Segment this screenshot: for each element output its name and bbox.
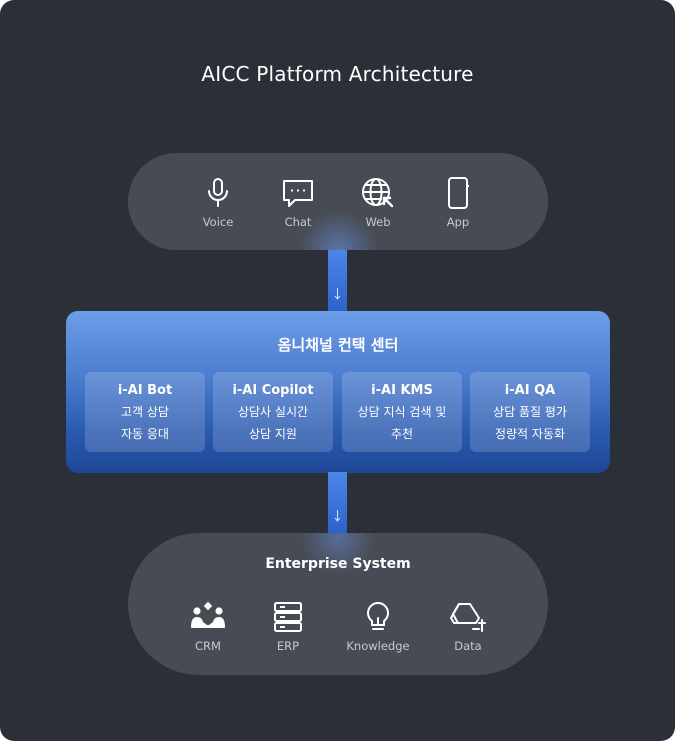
module-desc-line1: 상담사 실시간 — [237, 405, 309, 419]
module-desc-line1: 고객 상담 — [121, 405, 169, 419]
enterprise-panel: Enterprise System CRM ERP — [128, 533, 548, 675]
module-ikms: i-AI KMS 상담 지식 검색 및 추천 — [342, 372, 462, 452]
channel-label: App — [446, 215, 470, 229]
channel-chat: Chat — [268, 177, 328, 229]
module-desc-line2: 추천 — [390, 427, 414, 441]
system-label: Knowledge — [346, 639, 410, 653]
module-name: i-AI Copilot — [232, 383, 314, 398]
system-data: Data — [428, 601, 508, 653]
data-shape-plus-icon — [450, 603, 486, 632]
arrow-down-icon — [334, 288, 341, 300]
people-network-icon — [191, 601, 225, 628]
channel-voice: Voice — [188, 177, 248, 229]
center-title: 옴니채널 컨택 센터 — [277, 336, 399, 354]
microphone-icon — [208, 178, 228, 207]
channel-app: App — [428, 177, 488, 229]
connector-center-to-enterprise — [328, 472, 347, 534]
module-name: i-AI Bot — [117, 383, 173, 398]
module-desc-line1: 상담 지식 검색 및 — [357, 405, 447, 419]
module-name: i-AI KMS — [371, 383, 433, 398]
chat-bubble-icon — [283, 180, 313, 207]
omnichannel-contact-center: 옴니채널 컨택 센터 i-AI Bot 고객 상담 자동 응대 i-AI Cop… — [66, 311, 610, 473]
glow-accent — [298, 210, 378, 250]
diagram-title: AICC Platform Architecture — [201, 62, 474, 86]
system-label: CRM — [195, 639, 221, 653]
server-rack-icon — [274, 602, 302, 632]
connector-channels-to-center — [328, 250, 347, 312]
system-label: Data — [454, 639, 482, 653]
system-erp: ERP — [248, 601, 328, 653]
module-ibot: i-AI Bot 고객 상담 자동 응대 — [85, 372, 205, 452]
module-name: i-AI QA — [504, 383, 556, 398]
globe-cursor-icon — [362, 178, 394, 208]
arrow-down-icon — [334, 510, 341, 522]
channels-panel: Voice Chat Web — [128, 153, 548, 250]
glow-accent — [298, 533, 378, 573]
enterprise-title: Enterprise System — [265, 556, 411, 572]
module-iqa: i-AI QA 상담 품질 평가 정량적 자동화 — [470, 372, 590, 452]
smartphone-icon — [448, 177, 469, 209]
module-icopilot: i-AI Copilot 상담사 실시간 상담 지원 — [213, 372, 333, 452]
system-knowledge: Knowledge — [338, 601, 418, 653]
system-crm: CRM — [168, 601, 248, 653]
channel-label: Voice — [202, 215, 234, 229]
channel-web: Web — [348, 177, 408, 229]
channel-label: Web — [365, 215, 391, 229]
system-label: ERP — [276, 639, 300, 653]
module-desc-line2: 상담 지원 — [249, 427, 297, 441]
module-desc-line2: 자동 응대 — [121, 427, 169, 441]
module-desc-line1: 상담 품질 평가 — [493, 405, 567, 419]
module-desc-line2: 정량적 자동화 — [494, 427, 566, 441]
lightbulb-icon — [367, 601, 389, 630]
channel-label: Chat — [284, 215, 312, 229]
